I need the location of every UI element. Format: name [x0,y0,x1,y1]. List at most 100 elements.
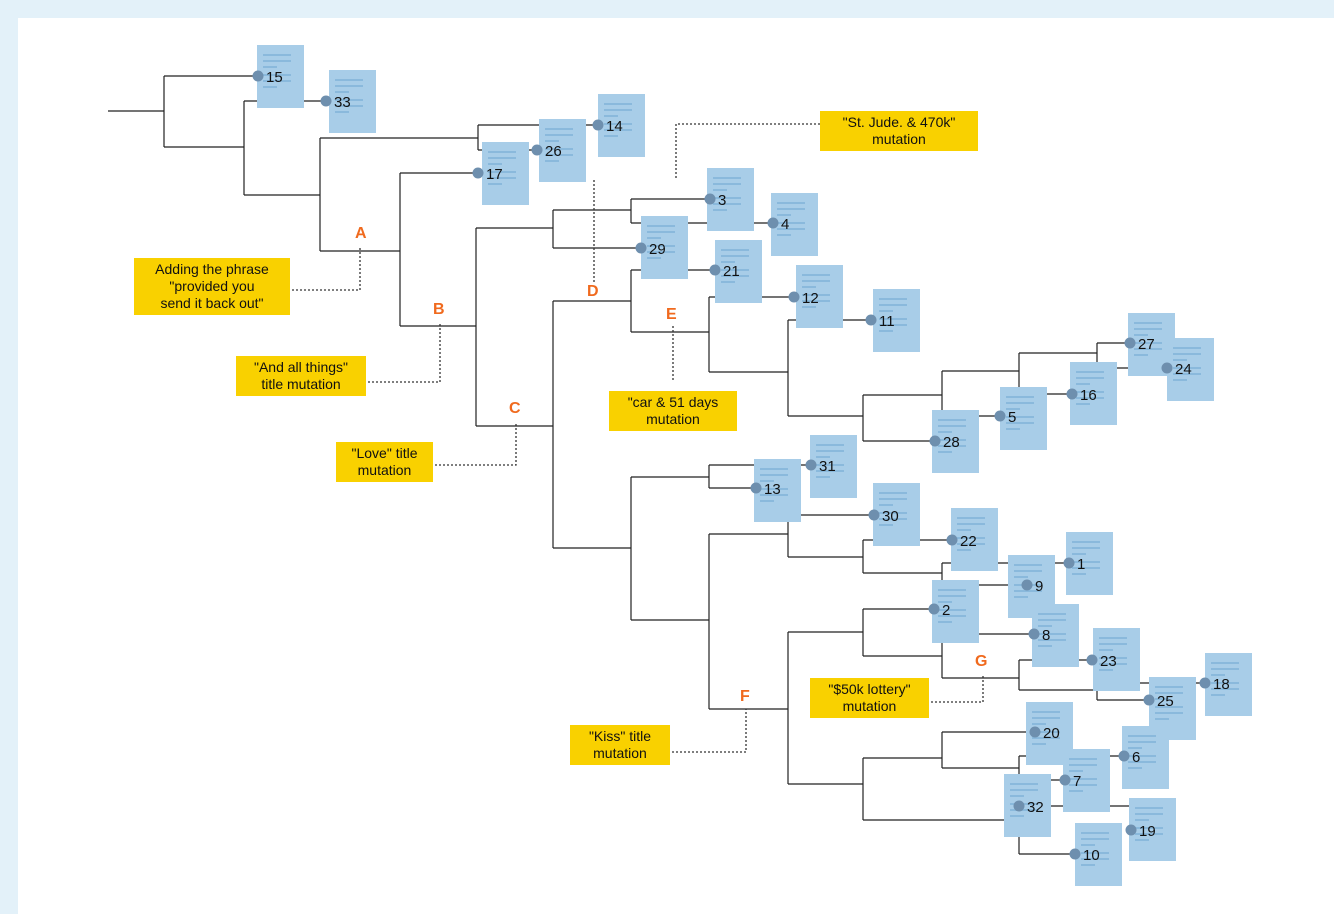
leaf-number: 26 [545,143,562,160]
leaf-document-1: 1 [1063,532,1113,595]
leaf-number: 30 [882,508,899,525]
leaf-documents: 1533142617342921121127241652831133022192… [252,45,1252,886]
leaf-node-dot [1028,628,1040,640]
leaf-node-dot [1013,800,1025,812]
leaf-document-16: 16 [1066,362,1117,425]
mutation-node-F: F [740,688,750,705]
leaf-node-dot [1125,824,1137,836]
leaf-number: 1 [1077,556,1085,573]
leaf-document-11: 11 [865,289,920,352]
leaf-document-15: 15 [252,45,304,108]
leaf-node-dot [868,509,880,521]
leaf-node-dot [320,95,332,107]
mutation-node-A: A [355,225,367,242]
leaf-document-21: 21 [709,240,762,303]
leaf-document-19: 19 [1125,798,1176,861]
leaf-node-dot [709,264,721,276]
leaf-node-dot [1029,726,1041,738]
leaf-node-dot [767,217,779,229]
leaf-node-dot [928,603,940,615]
leaf-document-4: 4 [767,193,818,256]
leaf-document-20: 20 [1026,702,1073,765]
leaf-number: 17 [486,166,503,183]
callout-C: "Love" title mutation [336,442,433,482]
leaf-node-dot [1143,694,1155,706]
leaf-number: 9 [1035,578,1043,595]
leaf-document-3: 3 [704,168,754,231]
leaf-document-30: 30 [868,483,920,546]
mutation-node-D: D [587,283,599,300]
callout-leader [652,709,747,753]
leaf-node-dot [994,410,1006,422]
leaf-number: 29 [649,241,666,258]
callout-leader [911,674,984,703]
leaf-node-dot [1118,750,1130,762]
leaf-number: 33 [334,94,351,111]
leaf-node-dot [592,119,604,131]
leaf-node-dot [1063,557,1075,569]
leaf-document-12: 12 [788,265,843,328]
leaf-node-dot [750,482,762,494]
leaf-document-33: 33 [320,70,376,133]
leaf-number: 18 [1213,676,1230,693]
leaf-number: 11 [879,313,895,330]
leaf-number: 2 [942,602,950,619]
leaf-document-18: 18 [1199,653,1252,716]
leaf-number: 27 [1138,336,1155,353]
leaf-number: 24 [1175,361,1192,378]
leaf-number: 4 [781,216,789,233]
leaf-node-dot [1021,579,1033,591]
leaf-document-23: 23 [1086,628,1140,691]
leaf-number: 23 [1100,653,1117,670]
leaf-document-28: 28 [929,410,979,473]
leaf-number: 16 [1080,387,1097,404]
leaf-node-dot [1069,848,1081,860]
leaf-number: 14 [606,118,623,135]
leaf-number: 31 [819,458,836,475]
leaf-document-8: 8 [1028,604,1079,667]
callout-leader [415,422,517,466]
leaf-number: 6 [1132,749,1140,766]
leaf-node-dot [788,291,800,303]
leaf-node-dot [1161,362,1173,374]
callout-F: "Kiss" title mutation [570,725,670,765]
leaf-node-dot [929,435,941,447]
leaf-document-29: 29 [635,216,688,279]
leaf-document-31: 31 [805,435,857,498]
leaf-number: 7 [1073,773,1081,790]
leaf-node-dot [1199,677,1211,689]
leaf-number: 32 [1027,799,1044,816]
leaf-document-32: 32 [1004,774,1051,837]
leaf-document-14: 14 [592,94,645,157]
leaf-number: 21 [723,263,740,280]
leaf-number: 5 [1008,409,1016,426]
leaf-number: 13 [764,481,781,498]
mutation-node-B: B [433,301,445,318]
leaf-node-dot [865,314,877,326]
callout-leader [272,247,361,291]
leaf-number: 10 [1083,847,1100,864]
mutation-node-C: C [509,400,521,417]
leaf-number: 22 [960,533,977,550]
leaf-node-dot [1066,388,1078,400]
leaf-document-5: 5 [994,387,1047,450]
leaf-number: 28 [943,434,960,451]
callout-leader [348,323,441,383]
callout-B: "And all things" title mutation [236,356,366,396]
leaf-node-dot [704,193,716,205]
leaf-node-dot [1086,654,1098,666]
leaf-node-dot [472,167,484,179]
leaf-document-26: 26 [531,119,586,182]
leaf-document-17: 17 [472,142,529,205]
callout-A: Adding the phrase "provided you send it … [134,258,290,315]
leaf-number: 25 [1157,693,1174,710]
leaf-node-dot [805,459,817,471]
leaf-node-dot [252,70,264,82]
leaf-document-2: 2 [928,580,979,643]
leaf-document-6: 6 [1118,726,1169,789]
leaf-node-dot [946,534,958,546]
leaf-number: 3 [718,192,726,209]
leaf-number: 15 [266,69,283,86]
